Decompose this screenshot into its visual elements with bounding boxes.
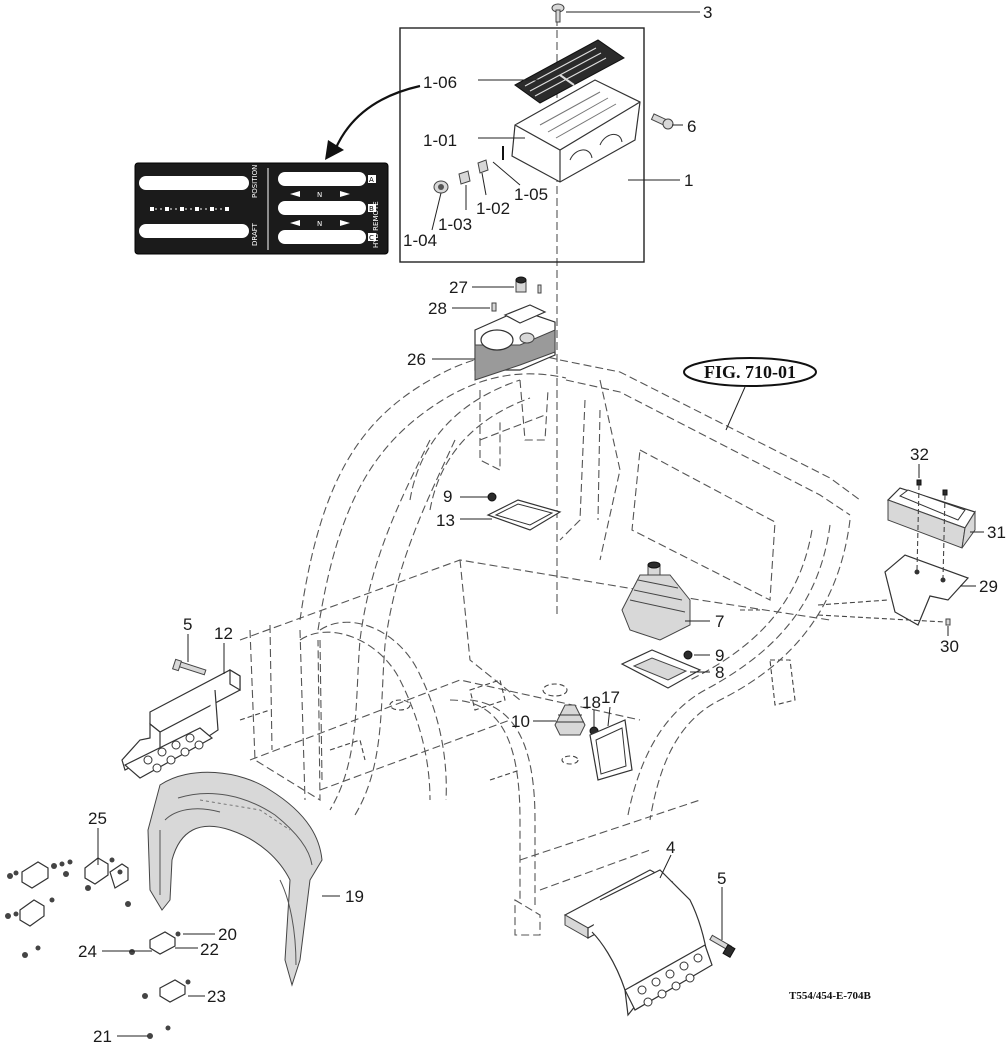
label-1-05: 1-05 <box>514 185 548 204</box>
label-17: 17 <box>601 688 620 707</box>
label-19: 19 <box>345 887 364 906</box>
label-5b: 5 <box>717 869 726 888</box>
label-1: 1 <box>684 171 693 190</box>
label-30: 30 <box>940 637 959 656</box>
label-1-06: 1-06 <box>423 73 457 92</box>
screw-28 <box>491 302 497 312</box>
label-20: 20 <box>218 925 237 944</box>
decal-position-label: POSITION <box>251 165 259 198</box>
label-5a: 5 <box>183 615 192 634</box>
label-28: 28 <box>428 299 447 318</box>
bracket-23 <box>159 979 186 1003</box>
decal-neutral-mark-2: N <box>317 220 322 228</box>
label-26: 26 <box>407 350 426 369</box>
bracket-22 <box>149 931 176 955</box>
label-1-01: 1-01 <box>423 131 457 150</box>
cover-1-01 <box>511 79 641 183</box>
label-6: 6 <box>687 117 696 136</box>
label-1-03: 1-03 <box>438 215 472 234</box>
label-27: 27 <box>449 278 468 297</box>
clip-1-03 <box>458 170 471 185</box>
label-9b: 9 <box>715 646 724 665</box>
screw-28b <box>537 284 542 294</box>
knob-1-04 <box>433 180 449 194</box>
decal-badge-b: B <box>369 205 374 213</box>
small-bolts <box>5 857 191 1039</box>
tray-31 <box>886 487 976 549</box>
plug-27 <box>515 276 527 293</box>
label-32: 32 <box>910 445 929 464</box>
plate-8 <box>620 649 702 689</box>
boot-7 <box>621 561 691 641</box>
decal-badge-c: C <box>369 234 374 242</box>
label-31: 31 <box>987 523 1006 542</box>
label-1-04: 1-04 <box>403 231 437 250</box>
plate-13 <box>486 499 562 531</box>
bolt-30 <box>945 618 951 626</box>
console-26 <box>474 304 556 381</box>
label-23: 23 <box>207 987 226 1006</box>
inset-frame <box>399 27 645 263</box>
decal-draft-label: DRAFT <box>251 222 259 246</box>
leader-lines <box>97 11 984 1037</box>
fender-19 <box>147 771 323 987</box>
figure-reference: FIG. 710-01 <box>683 357 817 431</box>
label-3: 3 <box>703 3 712 22</box>
bracket-1-02 <box>477 159 489 174</box>
decal-hyd-remote-label: HYD REMOTE <box>372 201 380 248</box>
boot-10 <box>554 704 586 736</box>
decal-badge-a: A <box>369 176 374 184</box>
bracket-25-upper <box>19 857 129 927</box>
label-18: 18 <box>582 693 601 712</box>
label-13: 13 <box>436 511 455 530</box>
screw-9a <box>487 492 497 502</box>
label-9a: 9 <box>443 487 452 506</box>
svg-text:FIG. 710-01: FIG. 710-01 <box>704 362 796 382</box>
label-21: 21 <box>93 1027 112 1046</box>
screw-3 <box>551 3 565 23</box>
label-7: 7 <box>715 612 724 631</box>
bolt-6 <box>650 113 674 130</box>
plate-17 <box>589 719 633 781</box>
step-4 <box>563 869 713 1017</box>
step-12 <box>121 668 241 779</box>
label-8: 8 <box>715 663 724 682</box>
label-1-02: 1-02 <box>476 199 510 218</box>
label-12: 12 <box>214 624 233 643</box>
label-25: 25 <box>88 809 107 828</box>
screw-9b <box>683 650 693 660</box>
bolt-5b <box>709 934 736 959</box>
decal-neutral-mark-1: N <box>317 191 322 199</box>
plate-1-06 <box>514 39 625 104</box>
screws-32 <box>916 479 948 496</box>
bolt-5a <box>171 658 207 676</box>
drawing-code: T554/454-E-704B <box>789 990 872 1002</box>
cab-frame <box>239 353 861 936</box>
control-decal: POSITION DRAFT HYD REMOTE N N A B C <box>134 162 389 255</box>
label-22: 22 <box>200 940 219 959</box>
decal-arrow-head <box>325 140 344 160</box>
label-29: 29 <box>979 577 998 596</box>
part-labels: 3 1-06 6 1-01 1 1-05 1-02 1-03 1-04 27 2… <box>78 3 1006 1046</box>
label-4: 4 <box>666 838 675 857</box>
decal-arrow <box>333 84 421 151</box>
label-24: 24 <box>78 942 97 961</box>
plate-29 <box>884 554 970 626</box>
label-10: 10 <box>511 712 530 731</box>
